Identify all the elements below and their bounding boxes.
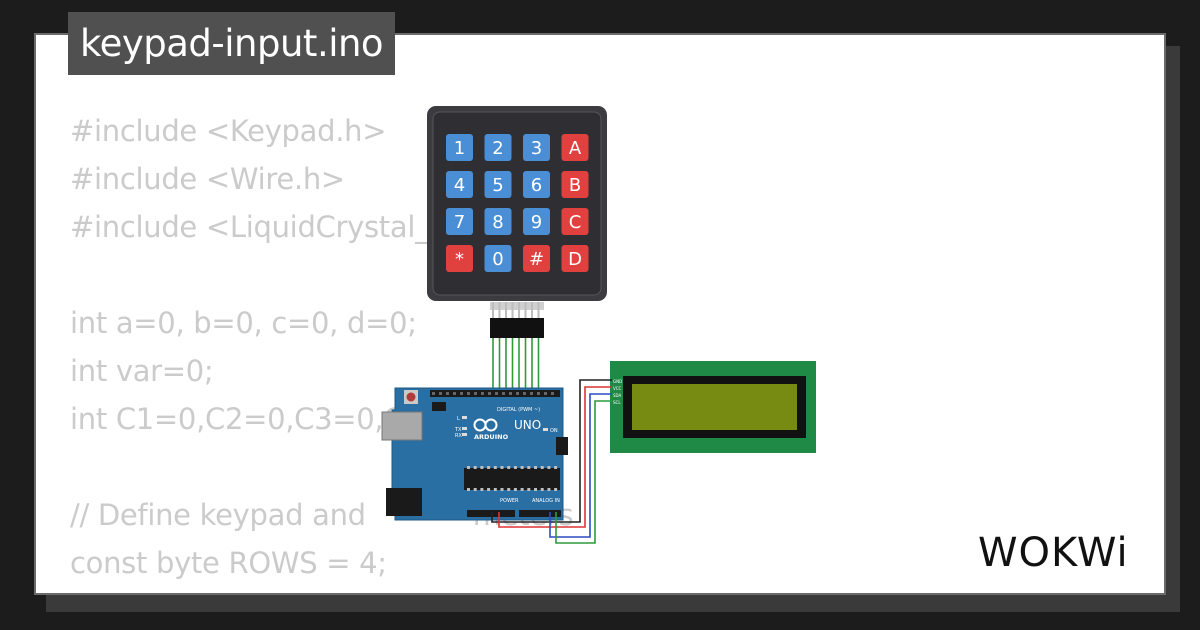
arduino-uno: UNO ARDUINO DIGITAL (PWM ~) POWER ANALOG… [381,387,568,521]
code-line: int a=0, b=0, c=0, d=0; [70,306,417,340]
digital-label: DIGITAL (PWM ~) [497,407,540,413]
i2c-wires [491,379,612,544]
keypad-key-label: 8 [492,212,503,233]
keypad-key-label: 4 [454,175,465,196]
lcd-pin-label: SCL [613,400,621,405]
usb-port [381,411,423,441]
keypad-key-label: D [568,249,582,270]
tx-label: TX [454,427,462,433]
keypad-key-label: 7 [454,212,465,233]
keypad-key[interactable]: C [561,208,589,235]
arduino-infinity-logo [473,418,498,432]
keypad-key[interactable]: 9 [523,208,550,235]
keypad-key[interactable]: * [446,245,473,272]
code-line: int C1=0,C2=0,C3=0,C [70,402,404,436]
lcd-module: GND VCC SDA SCL [610,361,816,453]
keypad-key[interactable]: A [561,134,589,161]
keypad-key-label: B [569,175,581,196]
keypad-key-label: 1 [454,138,465,159]
code-background: #include <Keypad.h> #include <Wire.h> #inc… [70,107,574,593]
keypad-key-label: A [569,138,582,159]
keypad-key-label: 3 [531,138,542,159]
keypad-key-label: 6 [531,175,542,196]
atmega-chip [464,468,560,490]
keypad-key[interactable]: 0 [484,245,512,272]
keypad-key[interactable]: 3 [523,134,550,161]
analog-label: ANALOG IN [532,498,560,504]
model-label: UNO [514,418,541,432]
lcd-pin-label: VCC [613,386,622,391]
lcd-screen [632,384,797,430]
keypad-key-label: 2 [492,138,503,159]
keypad-wires [492,338,540,392]
keypad-key[interactable]: 8 [484,208,512,235]
keypad-key[interactable]: # [523,245,550,272]
reset-button [406,392,416,402]
keypad-key[interactable]: 5 [484,171,512,198]
keypad-key[interactable]: 6 [523,171,550,198]
keypad-key[interactable]: B [561,171,589,198]
code-line: #include <Keypad.h> [70,114,387,148]
keypad-key-label: # [529,249,544,270]
keypad-key-label: 9 [531,212,542,233]
keypad-key[interactable]: 2 [484,134,512,161]
keypad-key[interactable]: 7 [446,208,473,235]
project-title: keypad-input.ino [68,12,396,75]
power-jack [386,488,422,516]
code-line: #include <LiquidCrystal_ [70,210,430,244]
wokwi-logo-text: WOKWi [978,530,1129,576]
keypad-key[interactable]: 1 [446,134,473,161]
keypad-key[interactable]: 4 [446,171,473,198]
lcd-pin-label: SDA [613,393,622,398]
keypad-key-label: 0 [492,249,503,270]
code-line: const byte ROWS = 4; [70,546,387,580]
keypad-key-label: 5 [492,175,503,196]
code-line: int var=0; [70,354,214,388]
power-label: POWER [500,498,519,504]
keypad-key[interactable]: D [561,245,589,272]
keypad-key-label: * [455,249,464,270]
l-label: L [457,416,460,422]
rx-label: RX [455,433,462,439]
on-label: ON [550,428,558,434]
code-line: #include <Wire.h> [70,162,345,196]
brand-label: ARDUINO [474,433,509,441]
keypad: 1 2 3 A 4 5 6 B 7 8 9 C * 0 # D [427,106,607,338]
lcd-pin-label: GND [613,379,622,384]
wokwi-logo: WOKWi [978,530,1129,576]
keypad-key-label: C [569,212,582,233]
